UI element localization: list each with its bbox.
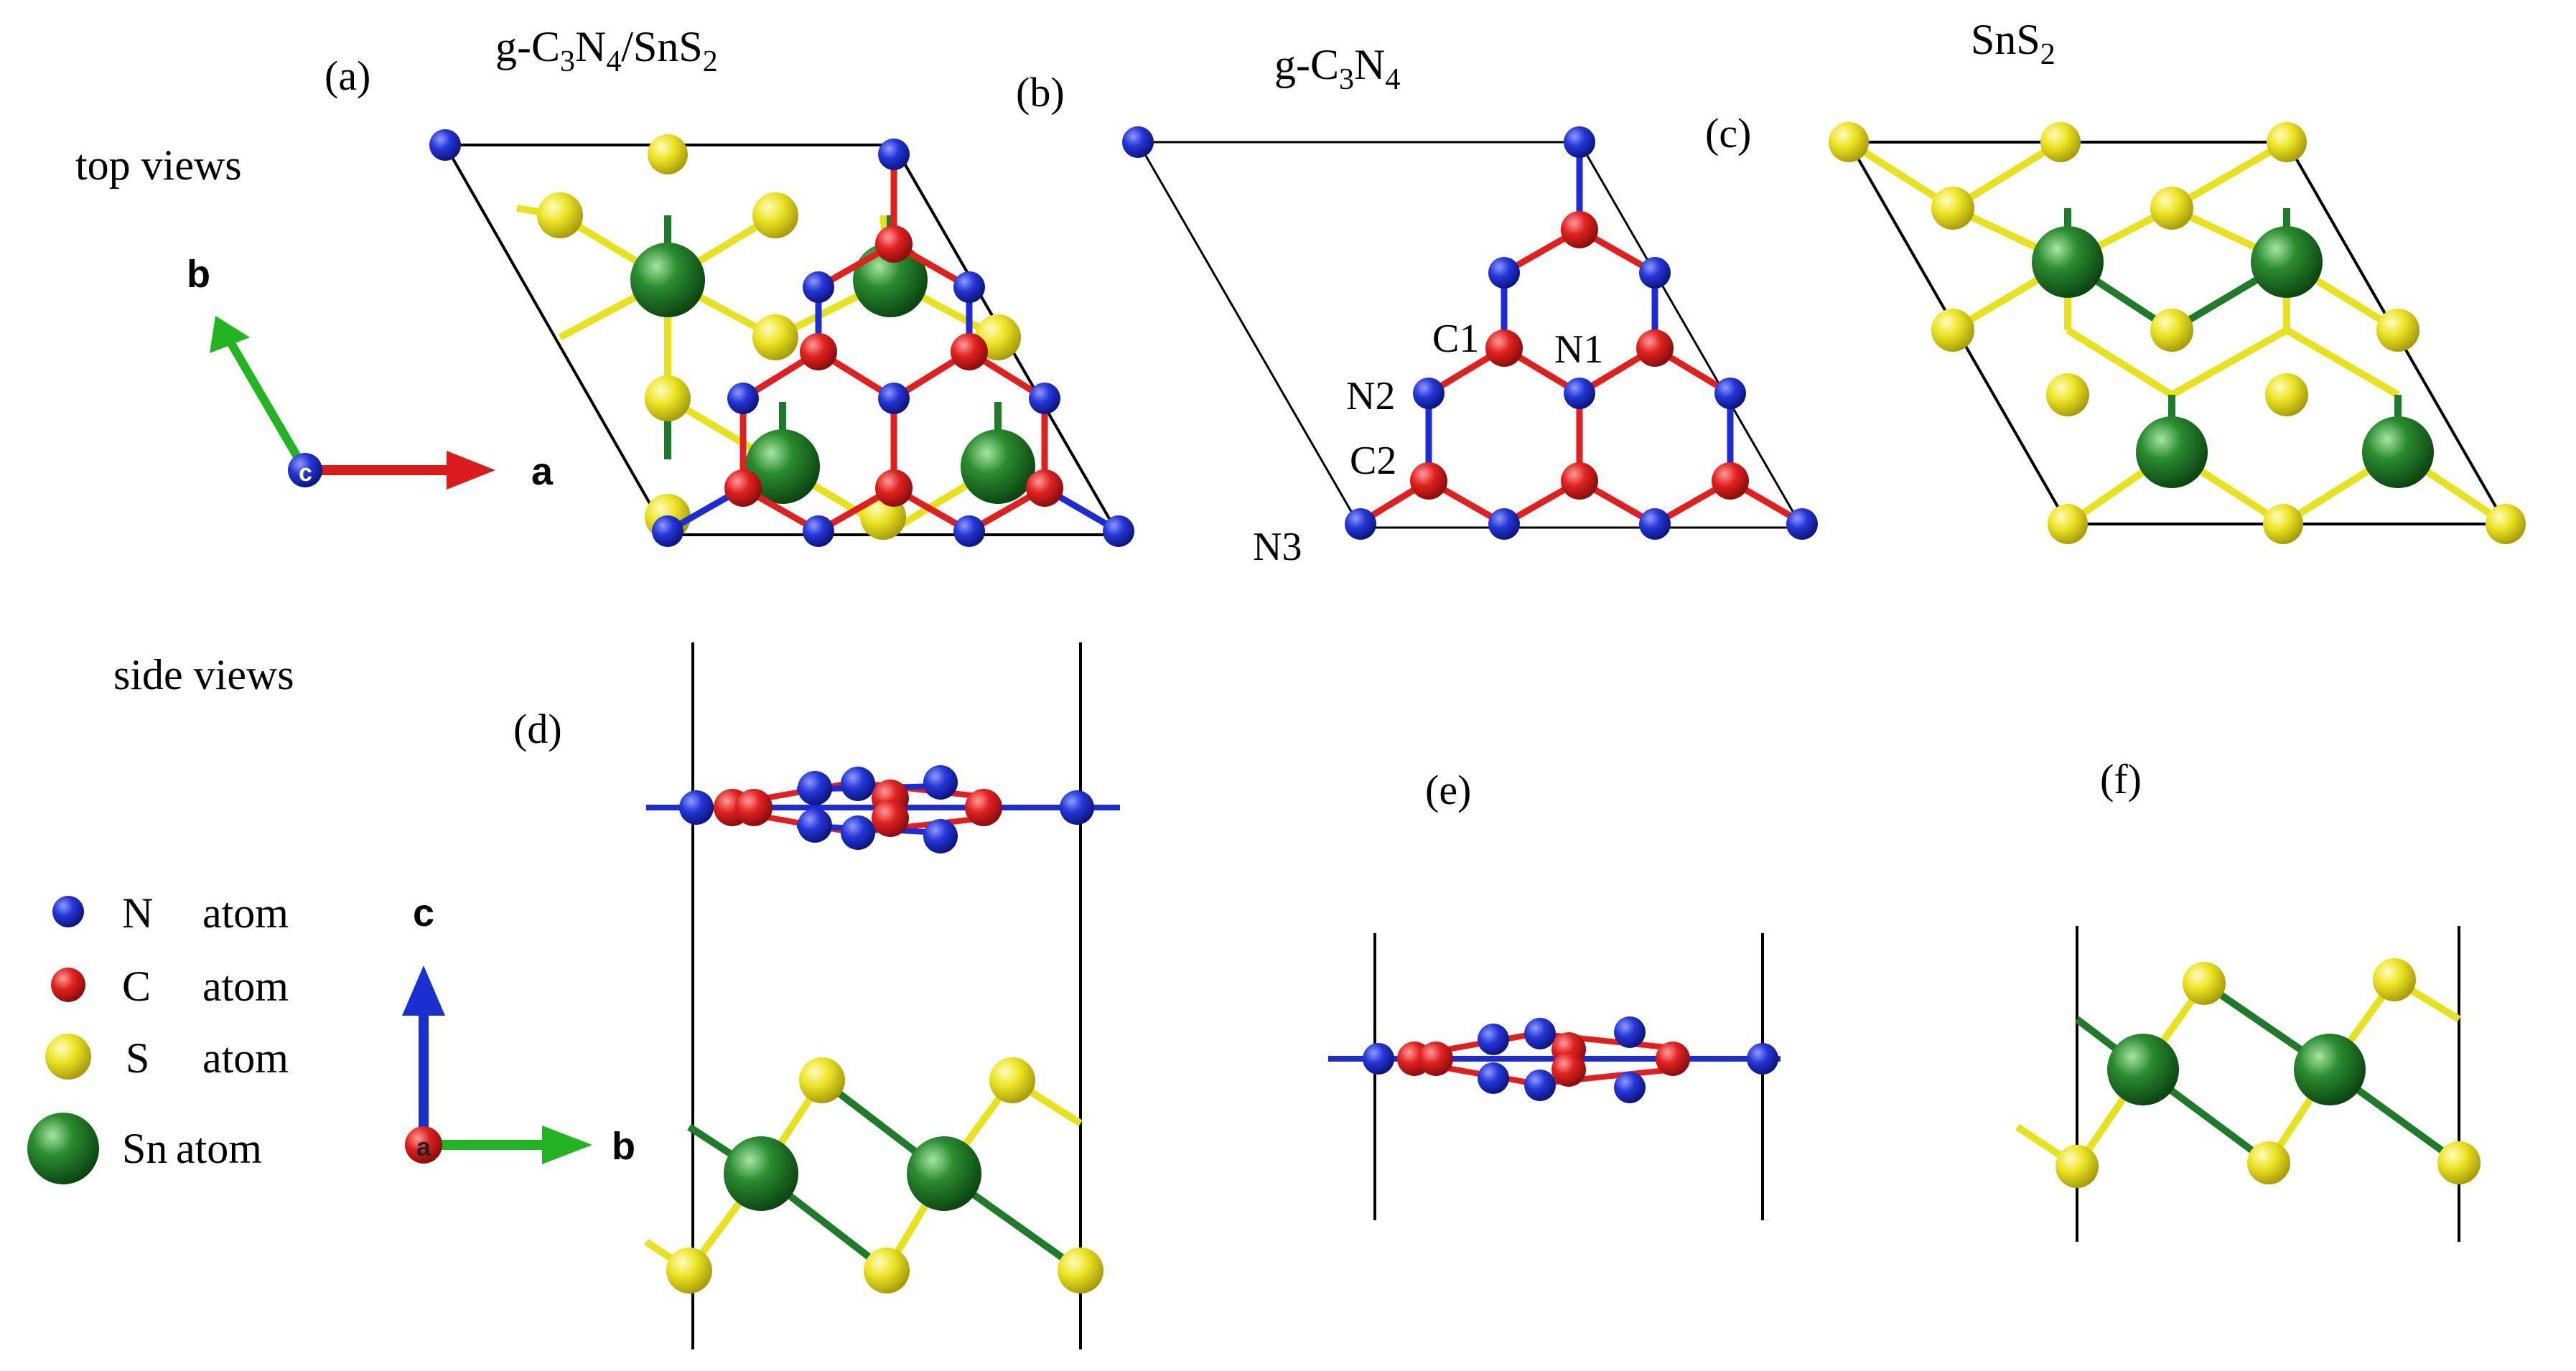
side-axis-label-b: b	[612, 1125, 635, 1168]
panel-a-structure	[429, 129, 1134, 547]
top-axis-label-b: b	[187, 253, 210, 296]
panel-title-c: SnS2	[1971, 16, 2055, 71]
side-axes: c b a	[402, 892, 635, 1168]
panel-label-d: (d)	[513, 706, 562, 752]
atom-label-n1: N1	[1554, 327, 1603, 372]
legend-symbol-s: S	[126, 1034, 149, 1082]
legend-swatch-s	[45, 1034, 91, 1080]
panel-c-structure	[1829, 122, 2526, 544]
panel-d-structure	[644, 642, 1120, 1349]
legend-swatch-sn	[27, 1113, 99, 1184]
panel-e-structure	[1328, 933, 1781, 1220]
atom-label-c2: C2	[1350, 439, 1396, 483]
side-axis-label-c: c	[413, 892, 434, 935]
legend-text-c: atom	[202, 963, 289, 1010]
legend-swatch-c	[51, 968, 85, 1002]
atom-label-c1: C1	[1432, 317, 1479, 361]
legend-symbol-c: C	[122, 963, 151, 1010]
row-label-top-views: top views	[75, 141, 242, 189]
panel-label-e: (e)	[1425, 767, 1471, 813]
top-axis-label-c: c	[299, 459, 312, 487]
legend-text-sn: atom	[176, 1125, 262, 1172]
panel-label-c: (c)	[1705, 110, 1751, 156]
row-label-side-views: side views	[113, 651, 294, 698]
top-axis-label-a: a	[531, 450, 554, 493]
panel-label-a: (a)	[325, 52, 370, 99]
atom-label-n3: N3	[1253, 525, 1302, 569]
legend-text-s: atom	[202, 1034, 289, 1082]
panel-f-structure	[2015, 926, 2481, 1242]
panel-label-f: (f)	[2100, 756, 2142, 803]
side-axis-label-a: a	[416, 1132, 431, 1161]
legend-symbol-n: N	[122, 889, 153, 937]
legend-swatch-n	[52, 896, 84, 927]
panel-label-b: (b)	[1016, 69, 1065, 116]
panel-title-b: g-C3N4	[1274, 41, 1400, 96]
panel-title-a: g-C3N4/SnS2	[495, 23, 718, 78]
top-axes: b a c	[187, 253, 554, 493]
panel-b-structure: C1 N1 N2 C2 N3	[1122, 126, 1818, 569]
legend-symbol-sn: Sn	[122, 1125, 167, 1172]
legend-text-n: atom	[202, 889, 289, 937]
atom-label-n2: N2	[1346, 374, 1395, 418]
legend: N atom C atom S atom Sn atom	[27, 889, 289, 1184]
